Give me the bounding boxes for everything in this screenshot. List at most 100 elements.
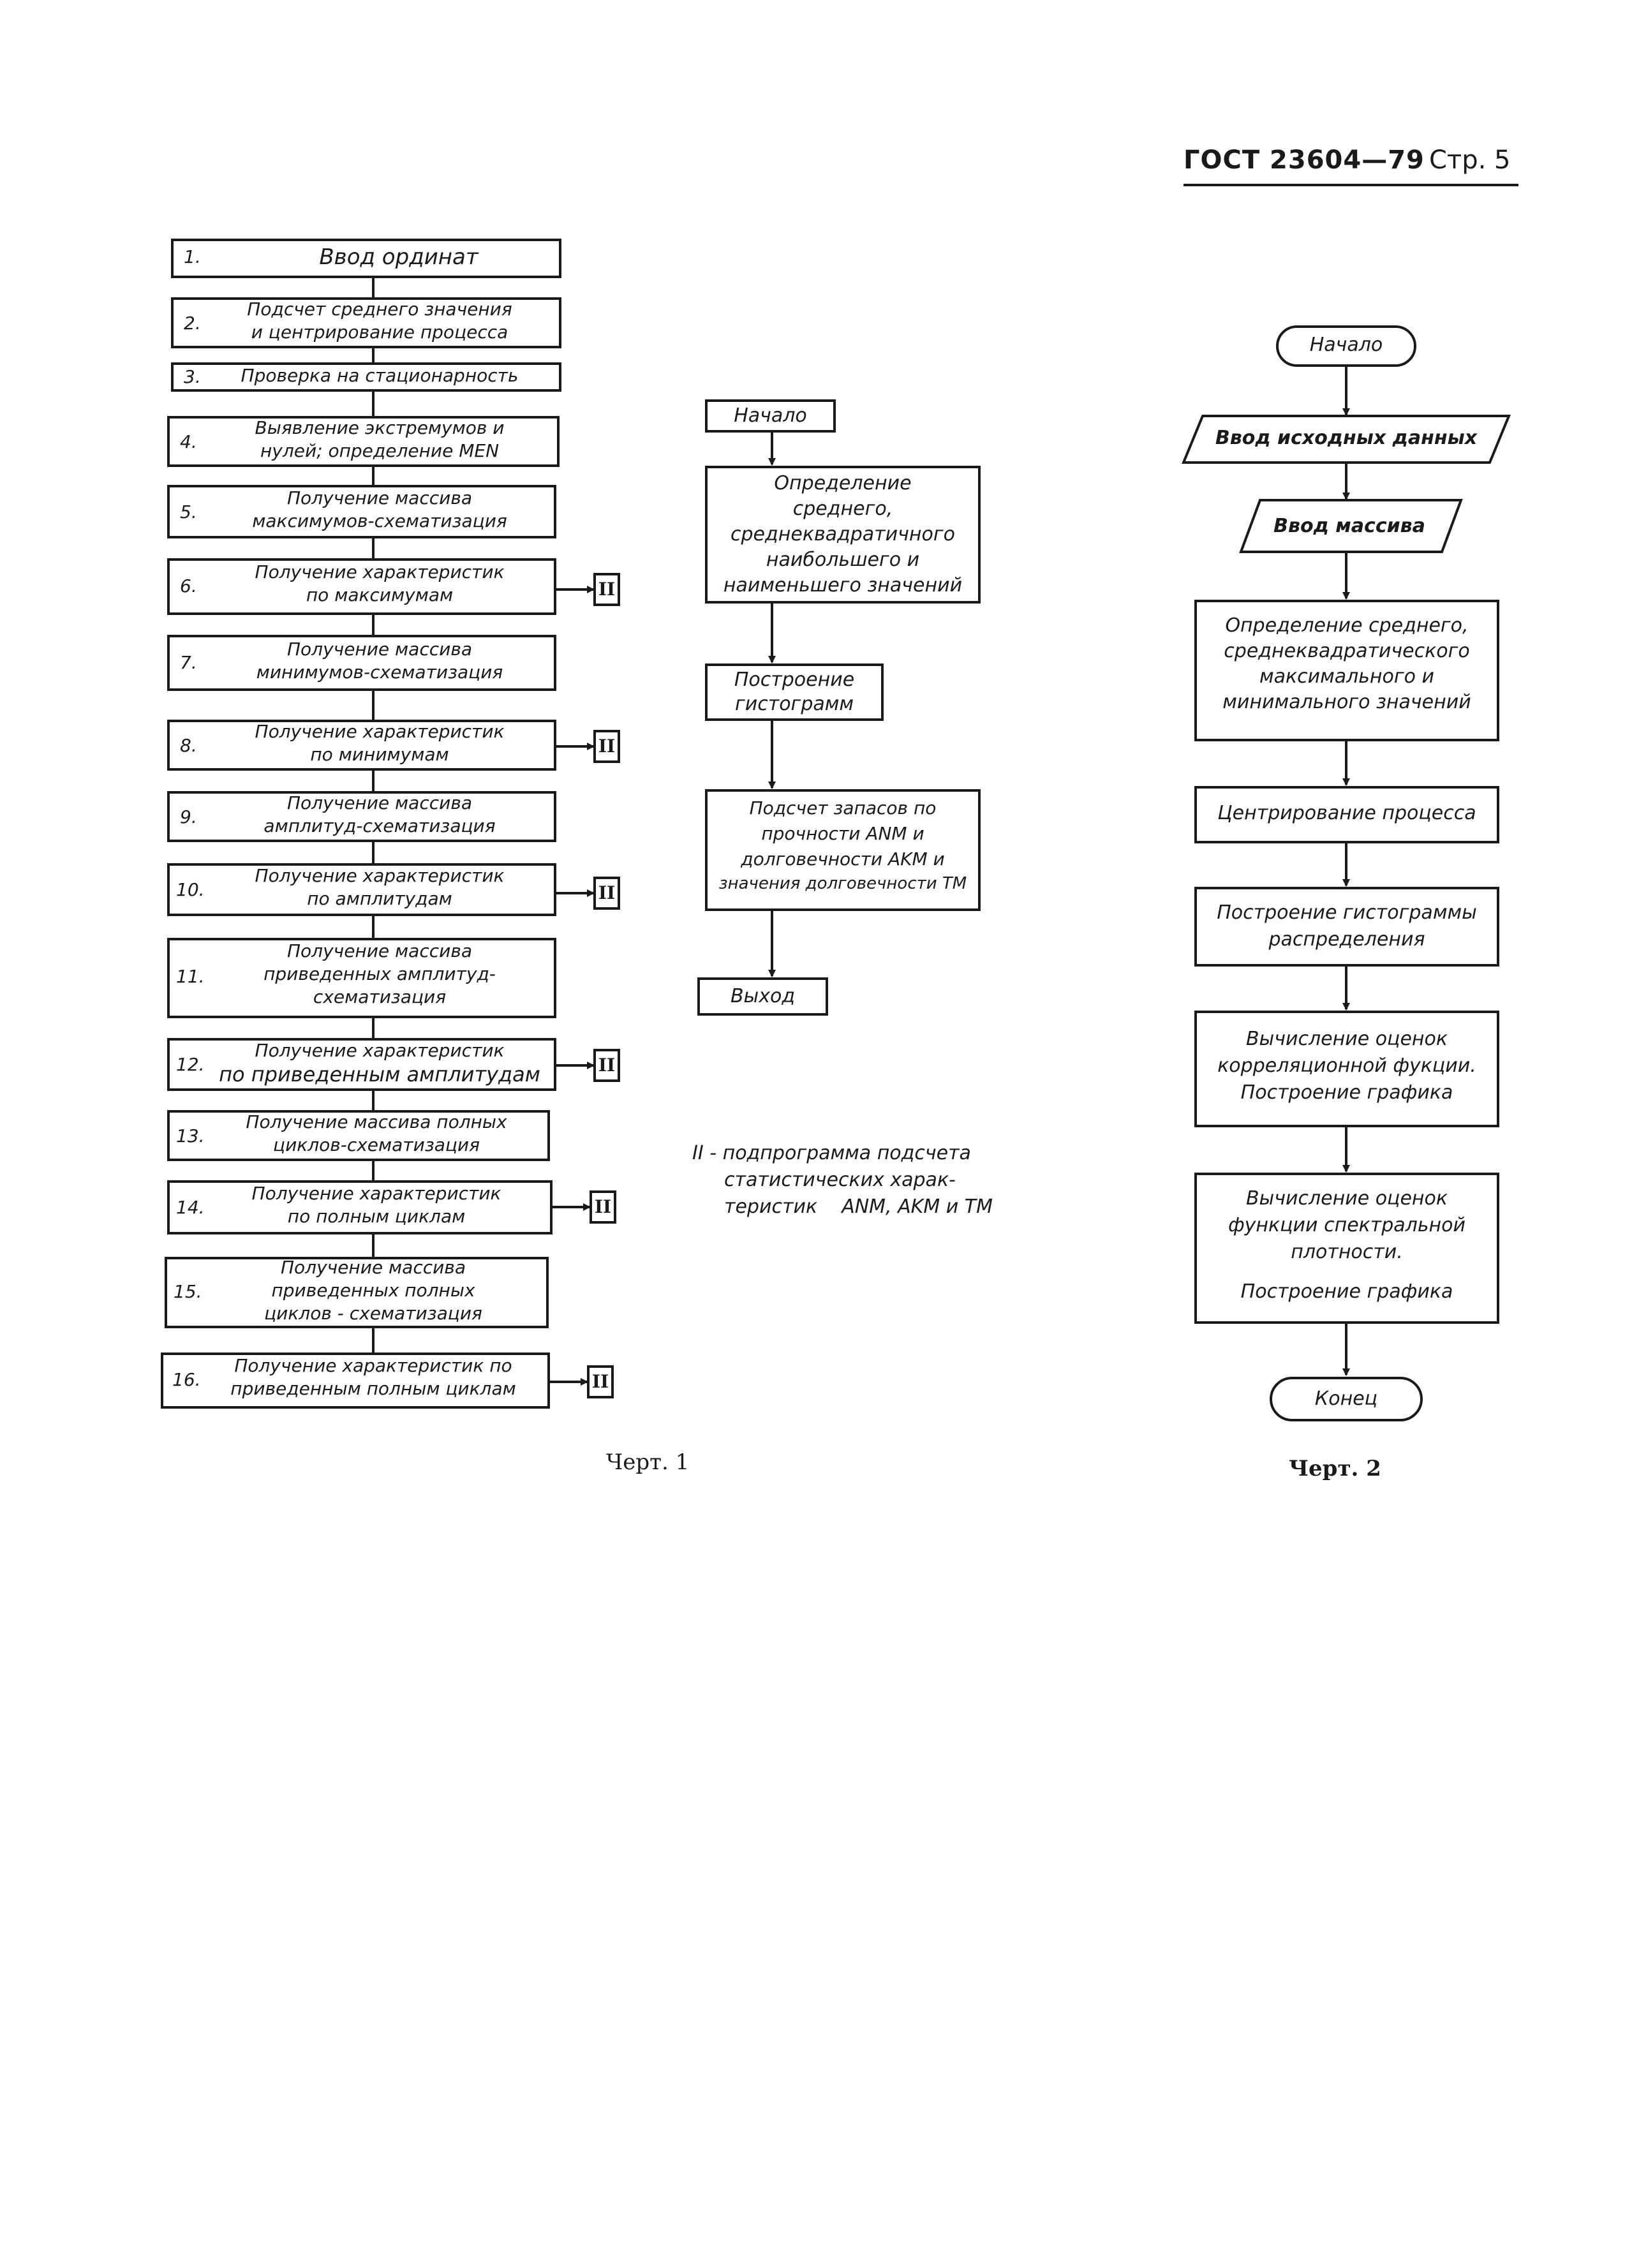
chart1-step-4 [167,416,560,467]
step-text-line-2: максимумов-схематизация [252,510,507,531]
step-text-line-1: Получение характеристик [255,721,505,742]
step-text-line-1: Получение характеристик [251,1183,501,1204]
step-text-line-2: по полным циклам [287,1206,466,1227]
chart1-step-7 [167,635,556,691]
page-number: Стр. 5 [1429,145,1511,175]
subroutine-mark: II [587,1365,614,1398]
step-number: 14. [176,1197,205,1218]
step-text-line-1: Получение массива [287,487,472,508]
step-number: 8. [180,735,197,756]
step-text-line-1: Построение [734,669,855,691]
subroutine-legend-line-1: II - подпрограмма подсчета [692,1142,971,1164]
step-text-line-3: плотности. [1291,1241,1403,1263]
step-text-line-2: нулей; определение MEN [260,440,500,461]
step-number: 4. [180,431,197,452]
chart2-step-3 [1194,887,1499,967]
chart2-step-4 [1194,1011,1499,1127]
chart1-step-9 [167,791,556,842]
step-text-line-2: прочности ANM и [761,823,924,844]
step-text-line-1: Получение массива [287,792,472,813]
step-text-line-3: максимального и [1259,665,1435,688]
step-text-line-2: среднеквадратического [1224,640,1470,662]
chart1-step-8 [167,720,556,771]
chart1-step-2 [171,297,561,348]
step-text-line-2: приведенных полных [271,1280,475,1301]
chart2-step-2-label: Центрирование процесса [1217,802,1476,824]
step-text-line-1: Вычисление оценок [1245,1187,1448,1210]
step-text-line-1: Подсчет запасов по [749,797,937,819]
step-text-line-2: амплитуд-схематизация [263,815,496,836]
step-number: 9. [180,806,197,827]
step-text: Проверка на стационарность [241,365,519,386]
subroutine-legend-line-2: статистических харак- [724,1169,956,1191]
step-text-line-1: Определение [774,472,912,494]
step-number: 13. [176,1125,205,1146]
step-text-line-2: среднего, [792,498,893,520]
step-text-line-2: приведенным полным циклам [230,1378,516,1399]
chart2-end-label: Конец [1314,1388,1378,1410]
step-number: 6. [180,575,197,597]
header-rule [1184,184,1518,186]
step-text-line-1: Подсчет среднего значения [247,299,512,320]
chart2-input-2-label: Ввод массива [1273,515,1425,537]
step-text-line-4: значения долговечности TM [718,874,967,893]
chart2-step-5 [1194,1173,1499,1324]
step-text-line-1: Получение массива полных [246,1111,507,1132]
step-text-line-2: минимумов-схематизация [256,662,503,683]
step-text: Ввод ординат [319,244,479,270]
subroutine-exit-label: Выход [730,985,796,1007]
subroutine-step-2 [705,663,884,721]
subroutine-exit [697,977,828,1016]
step-text-line-3: среднеквадратичного [731,523,955,545]
step-text-line-1: Получение характеристик [255,1040,505,1061]
subroutine-mark: II [593,573,620,606]
step-text-line-2: корреляционной фукции. [1217,1055,1476,1077]
step-number: 7. [180,652,197,673]
step-number: 10. [176,879,205,900]
chart1-step-13 [167,1110,550,1161]
step-number: 15. [174,1281,202,1302]
step-text-line-1: Определение среднего, [1225,614,1469,637]
step-text-line-1: Получение массива [281,1257,466,1278]
step-number: 2. [184,313,201,334]
subroutine-step-3 [705,789,981,911]
input-shape-2 [1239,499,1463,553]
step-text-line-1: Получение характеристик [255,561,505,582]
step-text-line-4: Построение графика [1240,1280,1453,1303]
step-text-line-1: Построение гистограммы [1217,901,1477,924]
chart2-input-1-label: Ввод исходных данных [1215,427,1478,449]
step-text-line-1: Получение массива [287,639,472,660]
step-number: 12. [176,1054,205,1075]
step-text-line-2: приведенных амплитуд- [263,963,496,984]
step-text-line-2: гистограмм [734,693,854,715]
subroutine-mark: II [593,877,620,910]
chart1-step-14 [167,1180,553,1234]
step-number: 1. [184,246,201,267]
chart2-caption: Черт. 2 [1289,1456,1381,1481]
subroutine-legend-line-3: теристик ANM, AKM и TM [724,1196,993,1218]
step-text-line-2: функции спектральной [1228,1214,1465,1236]
chart1-caption: Черт. 1 [606,1449,690,1475]
step-text-line-4: минимального значений [1222,691,1471,713]
step-text-line-4: наибольшего и [766,549,920,571]
step-text-line-2: распределения [1268,928,1425,951]
step-text-line-5: наименьшего значений [723,574,963,597]
subroutine-step-1 [705,466,981,604]
step-text-line-3: циклов - схематизация [264,1303,482,1324]
step-text-line-3: долговечности AKM и [741,849,945,870]
step-text-line-3: схематизация [313,986,447,1007]
input-shape-1 [1182,415,1511,464]
subroutine-start-label: Начало [734,404,807,427]
chart1-step-12 [167,1038,556,1091]
chart1-step-11 [167,938,556,1018]
chart1-step-15 [165,1257,549,1328]
standard-number: ГОСТ 23604—79 [1184,145,1425,175]
step-text-line-1: Получение массива [287,940,472,961]
chart2-start [1276,325,1416,367]
chart1-step-6 [167,558,556,615]
step-text-line-3: Построение графика [1240,1081,1453,1104]
step-text-line-1: Получение характеристик по [234,1355,512,1376]
chart1-step-5 [167,485,556,538]
chart1-step-16 [161,1353,550,1409]
